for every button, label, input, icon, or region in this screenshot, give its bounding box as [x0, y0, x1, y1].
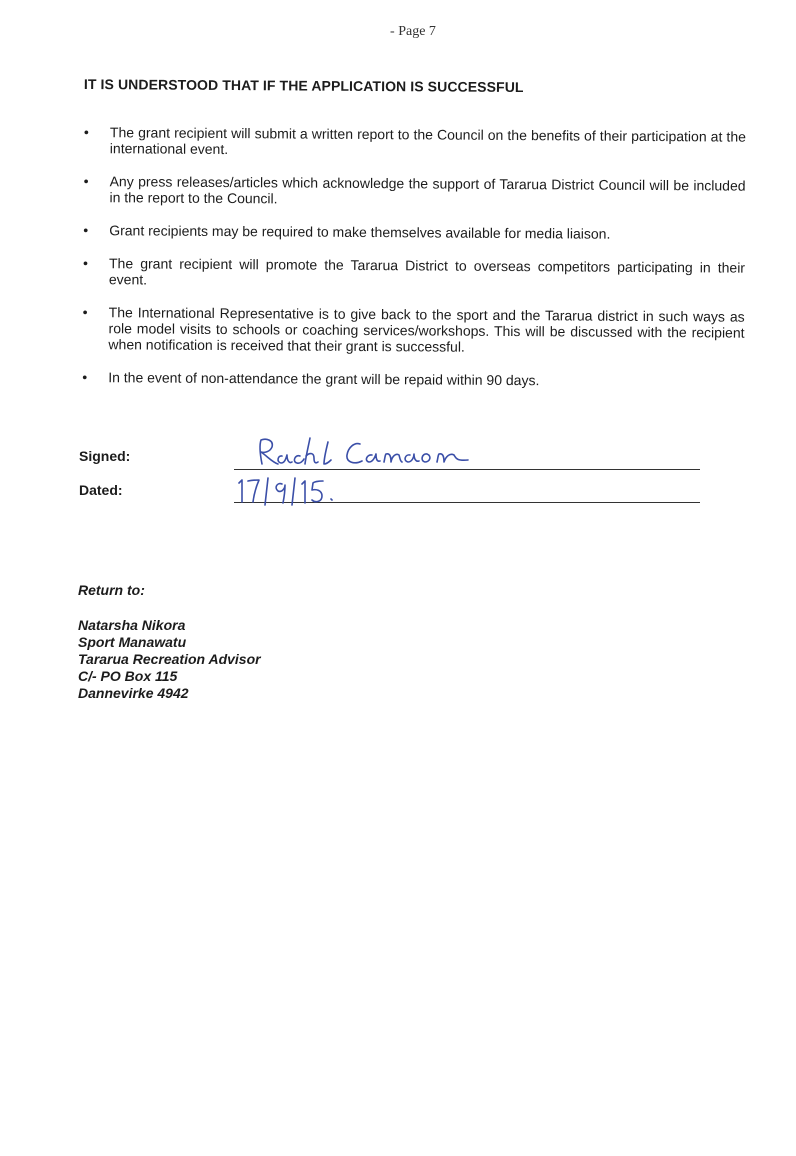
- list-item: • The grant recipient will submit a writ…: [80, 124, 746, 161]
- list-item-text: Any press releases/articles which acknow…: [109, 173, 746, 207]
- address-line: C/- PO Box 115: [78, 668, 178, 684]
- bullet-icon: •: [82, 255, 88, 272]
- address-line: Dannevirke 4942: [78, 685, 189, 701]
- signature-line: [234, 469, 700, 470]
- date-line: [234, 502, 700, 503]
- list-item-text: Grant recipients may be required to make…: [109, 222, 611, 242]
- list-item-text: The International Representative is to g…: [108, 304, 745, 355]
- list-item-text: The grant recipient will submit a writte…: [109, 124, 746, 158]
- signed-label: Signed:: [79, 448, 131, 464]
- list-item: • In the event of non-attendance the gra…: [78, 369, 744, 390]
- list-item: • Any press releases/articles which ackn…: [79, 173, 746, 210]
- address-line: Natarsha Nikora: [78, 617, 186, 633]
- page-number: - Page 7: [390, 24, 436, 39]
- bullet-icon: •: [82, 304, 88, 321]
- list-item: • The International Representative is to…: [78, 304, 745, 357]
- bullet-icon: •: [82, 369, 88, 386]
- bullet-icon: •: [83, 222, 89, 239]
- list-item: • The grant recipient will promote the T…: [79, 255, 745, 292]
- list-item-text: The grant recipient will promote the Tar…: [108, 255, 746, 288]
- address-line: Sport Manawatu: [78, 634, 187, 650]
- list-item-text: In the event of non-attendance the grant…: [108, 369, 540, 389]
- list-item: • Grant recipients may be required to ma…: [79, 222, 745, 243]
- return-to-label: Return to:: [78, 582, 145, 598]
- address-line: Tararua Recreation Advisor: [78, 651, 261, 667]
- bullet-icon: •: [83, 124, 89, 141]
- section-heading: IT IS UNDERSTOOD THAT IF THE APPLICATION…: [83, 76, 524, 96]
- dated-label: Dated:: [79, 482, 123, 498]
- spacer: [78, 599, 261, 617]
- bullet-icon: •: [83, 173, 89, 190]
- signature-handwriting: [259, 437, 469, 465]
- return-address-block: Return to: Natarsha Nikora Sport Manawat…: [78, 582, 261, 702]
- date-handwriting: [238, 477, 333, 506]
- conditions-list: • The grant recipient will submit a writ…: [78, 124, 746, 407]
